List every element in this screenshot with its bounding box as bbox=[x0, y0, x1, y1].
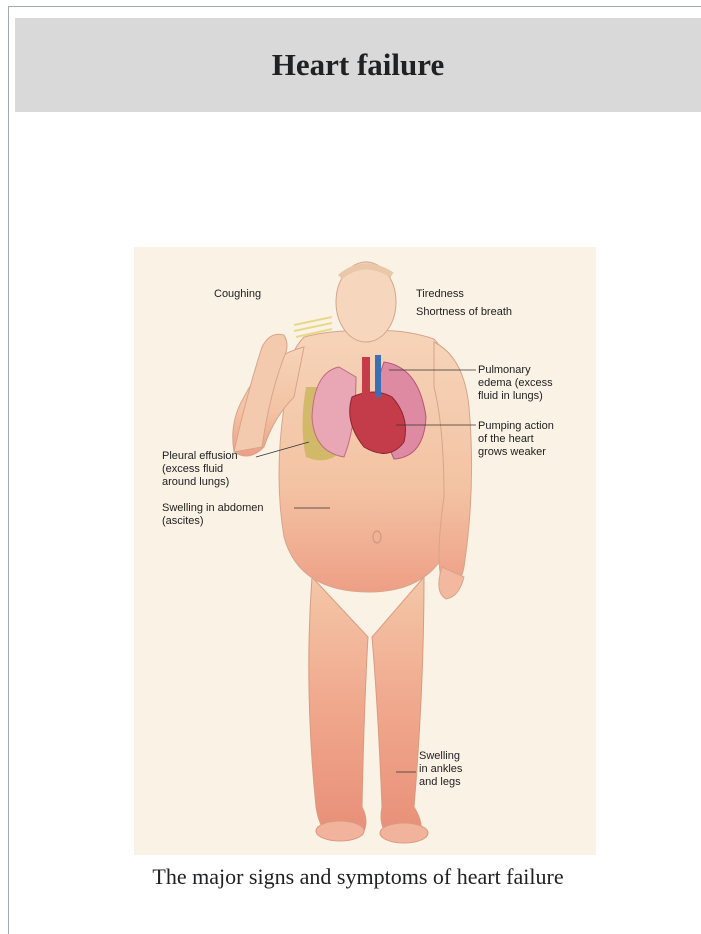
figure-caption: The major signs and symptoms of heart fa… bbox=[15, 864, 701, 890]
legs bbox=[309, 577, 428, 843]
label-pumping-3: grows weaker bbox=[478, 446, 546, 458]
label-shortness-of-breath: Shortness of breath bbox=[416, 306, 512, 318]
label-pleural-1: Pleural effusion bbox=[162, 450, 238, 462]
label-pleural-3: around lungs) bbox=[162, 476, 229, 488]
label-ankles-2: in ankles bbox=[419, 763, 463, 775]
heart-failure-illustration: Coughing Tiredness Shortness of breath P… bbox=[134, 247, 596, 855]
label-abdomen-2: (ascites) bbox=[162, 515, 204, 527]
page-title: Heart failure bbox=[272, 47, 444, 83]
label-ankles-1: Swelling bbox=[419, 750, 460, 762]
head bbox=[336, 262, 396, 342]
label-abdomen-1: Swelling in abdomen bbox=[162, 502, 264, 514]
label-pumping-1: Pumping action bbox=[478, 420, 554, 432]
illustration-svg: Coughing Tiredness Shortness of breath P… bbox=[134, 247, 596, 855]
label-ankles-3: and legs bbox=[419, 776, 461, 788]
label-pumping-2: of the heart bbox=[478, 433, 534, 445]
label-tiredness: Tiredness bbox=[416, 288, 464, 300]
label-pleural-2: (excess fluid bbox=[162, 463, 223, 475]
label-pulmonary-3: fluid in lungs) bbox=[478, 390, 543, 402]
label-pulmonary-1: Pulmonary bbox=[478, 364, 531, 376]
label-pulmonary-2: edema (excess bbox=[478, 377, 553, 389]
label-coughing: Coughing bbox=[214, 288, 261, 300]
title-header: Heart failure bbox=[15, 18, 701, 112]
